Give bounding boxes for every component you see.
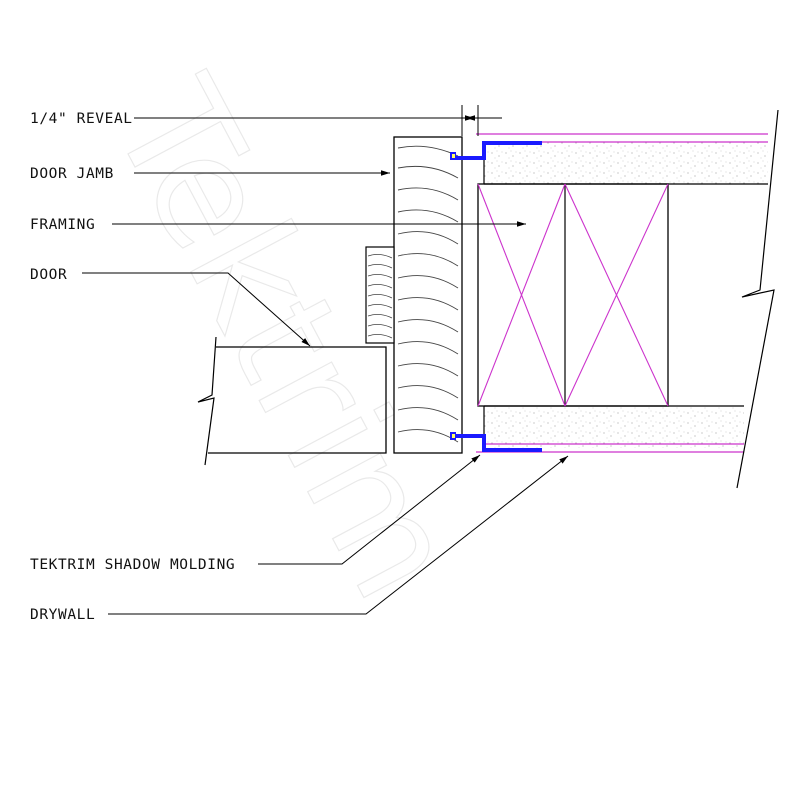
leader-shadow-molding <box>258 454 481 565</box>
label-shadow-molding: TEKTRIM SHADOW MOLDING <box>30 557 235 573</box>
label-door-jamb: DOOR JAMB <box>30 166 114 182</box>
shadow-molding-bottom <box>450 432 542 452</box>
drywall-bottom <box>476 405 744 453</box>
leader-drywall <box>108 455 569 615</box>
drywall-top <box>476 133 768 185</box>
shadow-molding-top <box>450 141 542 160</box>
label-framing: FRAMING <box>30 217 95 233</box>
wall-break-line <box>736 109 779 489</box>
label-drywall: DRYWALL <box>30 607 95 623</box>
door-slab <box>197 336 387 466</box>
door-stop <box>365 246 395 344</box>
framing-studs <box>477 183 669 407</box>
reveal-dimension <box>461 105 502 136</box>
label-reveal: 1/4" REVEAL <box>30 111 133 127</box>
leader-lines <box>82 117 569 615</box>
label-door: DOOR <box>30 267 67 283</box>
leader-door <box>82 272 311 347</box>
door-jamb <box>393 136 463 454</box>
